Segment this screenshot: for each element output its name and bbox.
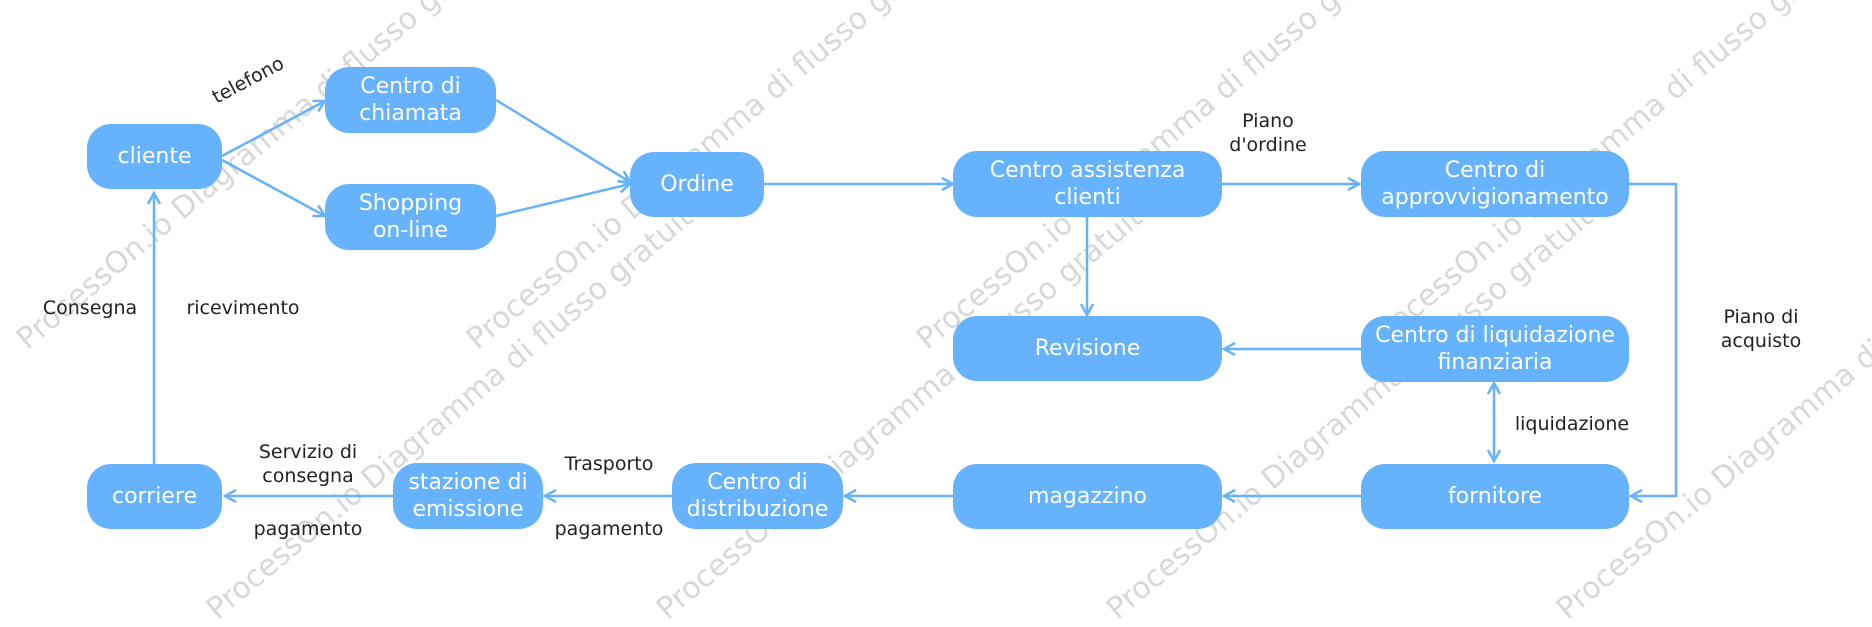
label-trasporto: Trasporto: [564, 453, 654, 475]
node-centro-liquidazione-finanziaria[interactable]: Centro di liquidazione finanziaria: [1361, 316, 1629, 382]
label-pagamento-corriere: pagamento: [253, 518, 363, 540]
label-ricevimento: ricevimento: [186, 297, 300, 319]
edge-approvvigionamento-fornitore: [1629, 182, 1678, 496]
node-stazione-emissione[interactable]: stazione di emissione: [393, 463, 543, 529]
label-liquidazione: liquidazione: [1514, 413, 1630, 435]
label-piano-acquisto: Piano di acquisto: [1720, 306, 1802, 352]
label-consegna: Consegna: [42, 297, 138, 319]
edge-cliente-shopping: [221, 158, 325, 216]
label-piano-ordine: Piano d'ordine: [1229, 110, 1307, 156]
label-pagamento-stazione: pagamento: [554, 518, 664, 540]
node-centro-approvvigionamento[interactable]: Centro di approvvigionamento: [1361, 151, 1629, 217]
node-magazzino[interactable]: magazzino: [953, 464, 1222, 529]
node-shopping-online[interactable]: Shopping on-line: [325, 184, 496, 250]
edge-shopping-ordine: [495, 184, 630, 218]
node-corriere[interactable]: corriere: [87, 464, 222, 529]
diagram-edges: [0, 98, 1678, 593]
node-revisione[interactable]: Revisione: [953, 316, 1222, 381]
edge-cliente-centro-chiamata: [221, 101, 325, 158]
edge-chiamata-ordine: [495, 98, 630, 182]
node-cliente[interactable]: cliente: [87, 124, 222, 189]
node-centro-assistenza-clienti[interactable]: Centro assistenza clienti: [953, 151, 1222, 217]
label-servizio-consegna: Servizio di consegna: [258, 441, 358, 487]
node-fornitore[interactable]: fornitore: [1361, 464, 1629, 529]
node-centro-distribuzione[interactable]: Centro di distribuzione: [672, 463, 843, 529]
node-ordine[interactable]: Ordine: [630, 152, 764, 217]
node-centro-chiamata[interactable]: Centro di chiamata: [325, 67, 496, 133]
